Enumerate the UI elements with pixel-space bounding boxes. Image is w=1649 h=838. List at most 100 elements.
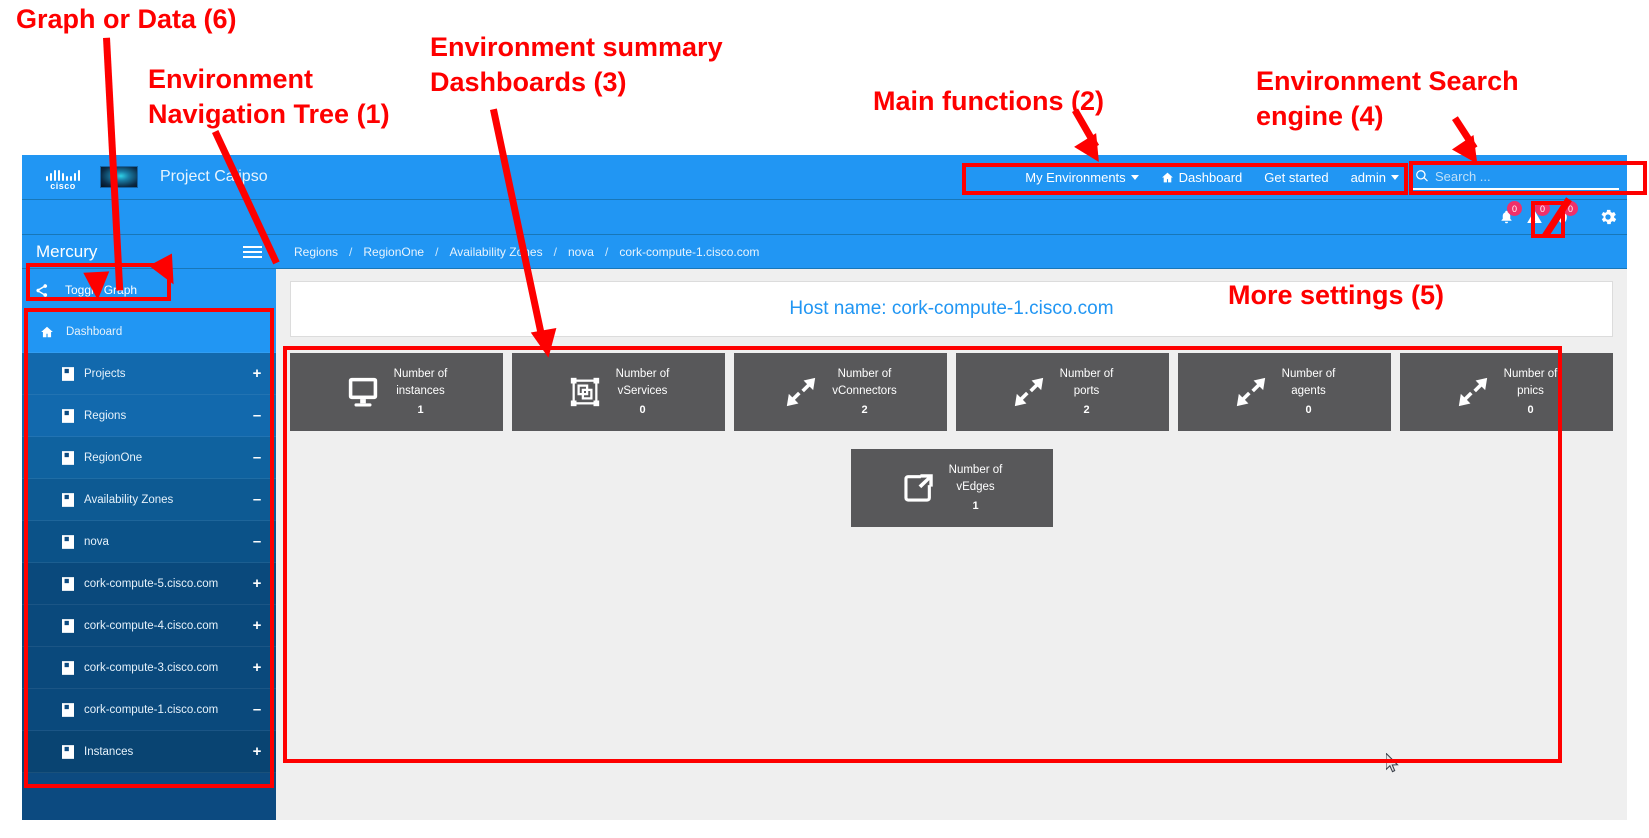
notification-bell[interactable]: 0 — [1493, 201, 1522, 228]
sidebar-item-label: Dashboard — [66, 325, 123, 338]
status-bar: 0 0 0 — [22, 199, 1627, 235]
tile-line2: vConnectors — [832, 384, 897, 397]
nav-admin[interactable]: admin — [1351, 170, 1399, 185]
tile-line2: agents — [1291, 384, 1326, 397]
warning-indicator[interactable]: 0 — [1521, 201, 1550, 228]
breadcrumb-item[interactable]: nova — [567, 244, 594, 259]
nav-get-started[interactable]: Get started — [1264, 170, 1328, 185]
external-link-icon — [904, 474, 933, 502]
nav-my-environments[interactable]: My Environments — [1025, 169, 1139, 185]
breadcrumb-item[interactable]: Regions — [294, 244, 339, 259]
host-name-text: Host name: cork-compute-1.cisco.com — [789, 298, 1114, 319]
tile-line1: Number of — [1281, 367, 1336, 380]
sidebar-item-cork-compute-5-cisco-com[interactable]: cork-compute-5.cisco.com + — [22, 563, 276, 605]
tile-line1: Number of — [837, 367, 892, 380]
sidebar-item-cork-compute-3-cisco-com[interactable]: cork-compute-3.cisco.com + — [22, 647, 276, 689]
breadcrumb-item[interactable]: cork-compute-1.cisco.com — [619, 244, 760, 259]
document-icon — [62, 576, 74, 591]
expand-icon[interactable]: + — [252, 659, 262, 676]
sidebar-item-label: cork-compute-3.cisco.com — [84, 661, 219, 674]
breadcrumb-item[interactable]: Availability Zones — [449, 244, 543, 259]
sidebar-item-label: Instances — [84, 745, 134, 758]
dashboard-tile-text: Number of vConnectors 2 — [832, 366, 897, 419]
collapse-icon[interactable]: – — [252, 449, 262, 466]
collapse-icon[interactable]: – — [252, 491, 262, 508]
sidebar-item-regions[interactable]: Regions – — [22, 395, 276, 437]
tile-value: 1 — [972, 499, 979, 512]
tile-line2: pnics — [1517, 384, 1544, 397]
sidebar-header: Mercury — [22, 235, 276, 269]
home-icon — [41, 326, 53, 337]
nav-dashboard-label: Dashboard — [1178, 169, 1243, 185]
expand-icon[interactable]: + — [252, 743, 262, 760]
document-icon — [62, 450, 74, 465]
sidebar-item-label: Regions — [84, 409, 127, 422]
sidebar-item-regionone[interactable]: RegionOne – — [22, 437, 276, 479]
sidebar-item-instances[interactable]: Instances + — [22, 731, 276, 773]
tile-value: 0 — [1305, 403, 1312, 416]
sidebar-item-availability-zones[interactable]: Availability Zones– — [22, 479, 276, 521]
sidebar-item-label: cork-compute-4.cisco.com — [84, 619, 219, 632]
document-icon — [62, 492, 74, 507]
sidebar-item-dashboard[interactable]: Dashboard — [22, 311, 276, 353]
main-nav: My Environments Dashboard Get started ad… — [1025, 155, 1399, 199]
search-box[interactable] — [1411, 164, 1619, 190]
sidebar-item-cork-compute-4-cisco-com[interactable]: cork-compute-4.cisco.com + — [22, 605, 276, 647]
dashboard-tile-agents[interactable]: Number of agents 0 — [1178, 353, 1391, 431]
dashboard-tile-text: Number of agents 0 — [1282, 366, 1336, 419]
annotation-main-functions: Main functions (2) — [873, 86, 1104, 116]
connector-arrows-icon — [784, 375, 818, 409]
connector-arrows-icon — [1014, 377, 1043, 407]
settings-gear-button[interactable] — [1593, 202, 1623, 232]
warning-badge: 0 — [1535, 201, 1550, 216]
expand-icon[interactable]: + — [252, 575, 262, 592]
galaxy-thumbnail-icon — [100, 166, 138, 188]
annotation-arrowhead-6 — [83, 271, 111, 301]
annotation-graph-or-data: Graph or Data (6) — [16, 4, 237, 34]
content-area: Regions/RegionOne/Availability Zones/nov… — [276, 235, 1627, 820]
brand-bar: cisco Project Calipso My Environments Da… — [22, 155, 1627, 199]
hamburger-icon[interactable] — [243, 245, 262, 258]
tile-line2: instances — [396, 384, 445, 397]
warning-triangle-icon — [1526, 210, 1542, 223]
breadcrumb-separator: / — [435, 244, 439, 259]
dashboard-tile-vconnectors[interactable]: Number of vConnectors 2 — [734, 353, 947, 431]
expand-icon[interactable]: + — [252, 617, 262, 634]
tile-value: 2 — [861, 403, 868, 416]
breadcrumb-separator: / — [349, 244, 353, 259]
nav-dashboard[interactable]: Dashboard — [1161, 169, 1243, 185]
expand-icon[interactable]: + — [252, 365, 262, 382]
annotation-arrowhead-3 — [530, 327, 562, 361]
sidebar-item-nova[interactable]: nova– — [22, 521, 276, 563]
tile-line2: vServices — [617, 384, 668, 397]
annotation-search-engine: Environment Search engine (4) — [1256, 66, 1519, 131]
bell-badge: 0 — [1507, 201, 1522, 216]
annotation-nav-tree: Environment Navigation Tree (1) — [148, 64, 390, 129]
collapse-icon[interactable]: – — [252, 701, 262, 718]
connector-arrows-icon — [1234, 375, 1268, 409]
breadcrumb-item[interactable]: RegionOne — [363, 244, 425, 259]
tile-line1: Number of — [1503, 367, 1558, 380]
annotation-more-settings: More settings (5) — [1228, 280, 1445, 310]
collapse-icon[interactable]: – — [252, 407, 262, 424]
tile-value: 2 — [1083, 403, 1090, 416]
sidebar-item-label: RegionOne — [84, 451, 143, 464]
nav-my-environments-label: My Environments — [1025, 169, 1126, 185]
external-link-icon — [901, 471, 935, 505]
collapse-icon[interactable]: – — [252, 533, 262, 550]
search-icon — [1416, 170, 1428, 182]
sidebar-item-label: cork-compute-5.cisco.com — [84, 577, 219, 590]
search-input[interactable] — [1435, 168, 1619, 184]
sidebar-item-projects[interactable]: Projects+ — [22, 353, 276, 395]
sidebar-item-cork-compute-1-cisco-com[interactable]: cork-compute-1.cisco.com– — [22, 689, 276, 731]
